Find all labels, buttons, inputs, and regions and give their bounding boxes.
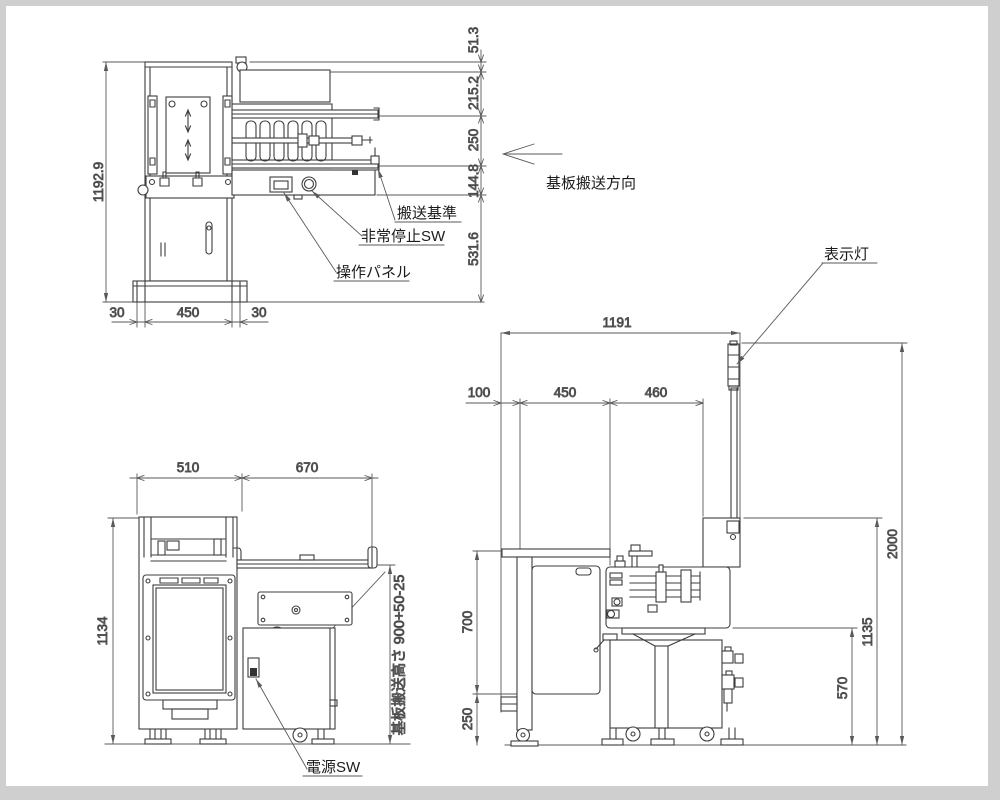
rear-column [702, 517, 741, 568]
dim-side-2000: 2000 [885, 529, 900, 559]
dim-front-510: 510 [177, 460, 200, 475]
transport-direction: 基板搬送方向 [502, 143, 636, 192]
dim-top-overall-height: 1192.9 [91, 162, 106, 202]
dim-front-transport-height: 基板搬送高さ 900+50-25 [390, 575, 408, 736]
emergency-stop-button [301, 176, 317, 192]
transport-direction-arrow-icon [502, 143, 563, 165]
transport-reference-sensor [370, 147, 380, 165]
label-indicator-light: 表示灯 [824, 246, 869, 263]
indicator-light-icon [727, 343, 740, 387]
front-view-dimensions: 510 670 1134 基板搬送高さ 900+50-25 [95, 460, 411, 745]
front-view-machine [138, 516, 378, 745]
side-table [500, 548, 611, 747]
dim-front-670: 670 [296, 460, 319, 475]
top-view: 1192.9 51.3 215.2 250 144.8 531.6 30 450… [91, 26, 487, 328]
leveling-feet [144, 728, 227, 745]
dim-side-1135: 1135 [860, 617, 875, 646]
top-view-dimensions: 1192.9 51.3 215.2 250 144.8 531.6 30 450… [91, 26, 487, 328]
elevator-unit [147, 95, 233, 175]
dim-top-531: 531.6 [466, 232, 481, 266]
dim-top-450: 450 [177, 305, 200, 320]
power-switch [247, 657, 260, 678]
label-transport-reference: 搬送基準 [397, 205, 457, 222]
label-operation-panel: 操作パネル [336, 264, 411, 281]
dim-top-215: 215.2 [466, 76, 481, 110]
hopper-section [143, 516, 234, 562]
dim-top-51: 51.3 [466, 27, 481, 53]
side-view-callouts: 表示灯 [736, 246, 878, 365]
dim-side-570: 570 [835, 677, 850, 700]
dim-top-144: 144.8 [466, 164, 481, 198]
top-view-machine [132, 56, 380, 303]
dim-front-overall-height: 1134 [95, 616, 110, 646]
dim-top-30-left: 30 [109, 305, 124, 320]
dim-side-1191: 1191 [602, 315, 631, 330]
label-emergency-stop: 非常停止SW [361, 228, 446, 245]
label-power-switch: 電源SW [306, 759, 361, 776]
head-unit [593, 544, 731, 653]
signal-tower-pole [730, 387, 738, 519]
caster-front-view [292, 727, 308, 743]
dim-side-100: 100 [468, 385, 491, 400]
label-transport-direction: 基板搬送方向 [546, 174, 636, 192]
dim-side-450: 450 [554, 385, 577, 400]
operation-panel [269, 176, 293, 193]
front-view: 510 670 1134 基板搬送高さ 900+50-25 [95, 460, 411, 777]
dim-side-460: 460 [645, 385, 668, 400]
air-regulator-unit [721, 646, 744, 712]
magazine-door [142, 574, 236, 701]
top-view-callouts: 搬送基準 非常停止SW 操作パネル [283, 168, 462, 282]
dim-top-30-right: 30 [251, 305, 266, 320]
dim-side-700: 700 [460, 611, 475, 634]
side-view: 1191 100 450 460 2000 1135 570 700 250 [460, 246, 908, 747]
dim-top-250: 250 [466, 129, 481, 152]
side-feet-casters [601, 726, 744, 746]
side-view-machine [500, 340, 744, 747]
pedestal-column [654, 645, 669, 729]
motor-box [257, 591, 353, 626]
dim-side-250: 250 [460, 708, 475, 731]
signal-tower [727, 340, 740, 519]
front-view-callouts: 電源SW [255, 678, 363, 777]
side-view-dimensions: 1191 100 450 460 2000 1135 570 700 250 [460, 315, 908, 746]
